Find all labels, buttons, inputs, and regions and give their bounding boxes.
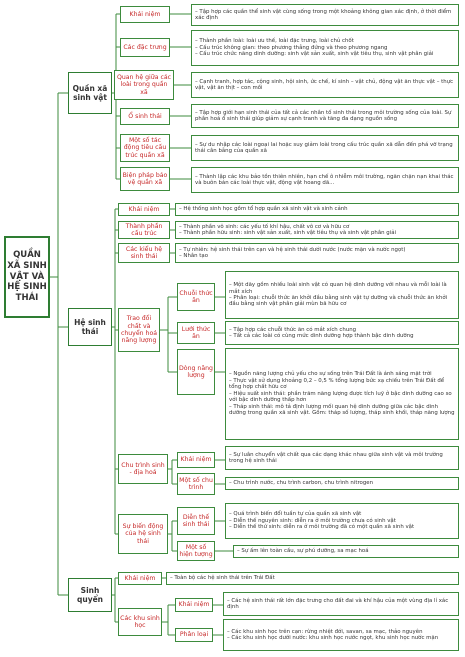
branch-quan-xa: Quần xã sinh vật (68, 72, 112, 114)
chu-trinh-khai-niem-text: – Sự luân chuyển vật chất qua các dạng k… (225, 446, 459, 470)
phan-loai-label: Phân loại (175, 628, 213, 642)
luoi-thuc-an-label: Lưới thức ăn (177, 322, 215, 344)
hst-chu-trinh-label: Chu trình sinh - địa hoá (118, 454, 168, 484)
mot-so-chu-trinh-label: Một số chu trình (177, 473, 215, 495)
hst-thanh-phan-text: – Thành phần vô sinh: các yếu tố khí hậu… (175, 221, 459, 239)
qx-quan-he-text: – Cạnh tranh, hợp tác, cộng sinh, hội si… (191, 72, 459, 98)
chu-trinh-khai-niem-label: Khái niệm (177, 452, 215, 468)
hst-khai-niem-label: Khái niệm (118, 203, 170, 216)
hien-tuong-text: – Sự ấm lên toàn cầu, sự phú dưỡng, sa m… (233, 545, 459, 558)
dong-nang-luong-label: Dòng năng lượng (177, 349, 215, 395)
qx-o-sinh-thai-text: – Tập hợp giới hạn sinh thái của tất cả … (191, 104, 459, 128)
luoi-thuc-an-text: – Tập hợp các chuỗi thức ăn có mắt xích … (225, 321, 459, 345)
branch-sinh-quyen: Sinh quyển (68, 578, 112, 612)
hien-tuong-label: Một số hiện tượng (177, 541, 215, 561)
qx-khai-niem-text: – Tập hợp các quần thể sinh vật cùng sốn… (191, 4, 459, 26)
hst-cac-kieu-text: – Tự nhiên: hệ sinh thái trên cạn và hệ … (175, 243, 459, 263)
dien-the-text: – Quá trình biến đổi tuần tự của quần xã… (225, 503, 459, 539)
hst-khai-niem-text: – Hệ thống sinh học gồm tổ hợp quần xã s… (175, 203, 459, 216)
qx-o-sinh-thai-label: Ổ sinh thái (120, 108, 170, 125)
hst-thanh-phan-label: Thành phần cấu trúc (118, 221, 170, 239)
chuoi-thuc-an-text: – Một dãy gồm nhiều loài sinh vật có qua… (225, 271, 459, 319)
branch-he-sinh-thai: Hệ sinh thái (68, 308, 112, 346)
qx-dac-trung-text: – Thành phần loài: loài ưu thế, loài đặc… (191, 30, 459, 66)
mot-so-chu-trinh-text: – Chu trình nước, chu trình carbon, chu … (225, 477, 459, 490)
qx-tac-dong-text: – Sự du nhập các loài ngoại lai hoặc suy… (191, 135, 459, 161)
chuoi-thuc-an-label: Chuỗi thức ăn (177, 283, 215, 311)
root-node: QUẦN XÃ SINH VẬT VÀ HỆ SINH THÁI (4, 236, 50, 318)
dong-nang-luong-text: – Nguồn năng lượng chủ yếu cho sự sống t… (225, 348, 459, 440)
hst-trao-doi-label: Trao đổi chất và chuyển hoá năng lượng (118, 308, 160, 352)
qx-tac-dong-label: Một số tác động tiêu cấu trúc quần xã (120, 134, 170, 162)
phan-loai-text: – Các khu sinh học trên cạn: rừng nhiệt … (223, 619, 459, 651)
qx-bien-phap-label: Biện pháp bảo vệ quần xã (120, 167, 170, 191)
qx-dac-trung-label: Các đặc trưng (120, 38, 170, 57)
qx-khai-niem-label: Khái niệm (120, 6, 170, 23)
dien-the-label: Diễn thế sinh thái (177, 507, 215, 535)
hst-cac-kieu-label: Các kiểu hệ sinh thái (118, 243, 170, 263)
sq-khai-niem-text: – Toàn bộ các hệ sinh thái trên Trái Đất (166, 572, 459, 585)
khu-sinh-hoc-khai-niem-text: – Các hệ sinh thái rất lớn đặc trưng cho… (223, 592, 459, 616)
hst-bien-dong-label: Sự biến động của hệ sinh thái (118, 514, 168, 554)
sq-khai-niem-label: Khái niệm (118, 572, 162, 585)
qx-bien-phap-text: – Thành lập các khu bảo tồn thiên nhiên,… (191, 167, 459, 193)
qx-quan-he-label: Quan hệ giữa các loài trong quần xã (114, 70, 174, 100)
sq-khu-sinh-hoc-label: Các khu sinh học (118, 608, 162, 636)
khu-sinh-hoc-khai-niem-label: Khái niệm (175, 598, 213, 612)
